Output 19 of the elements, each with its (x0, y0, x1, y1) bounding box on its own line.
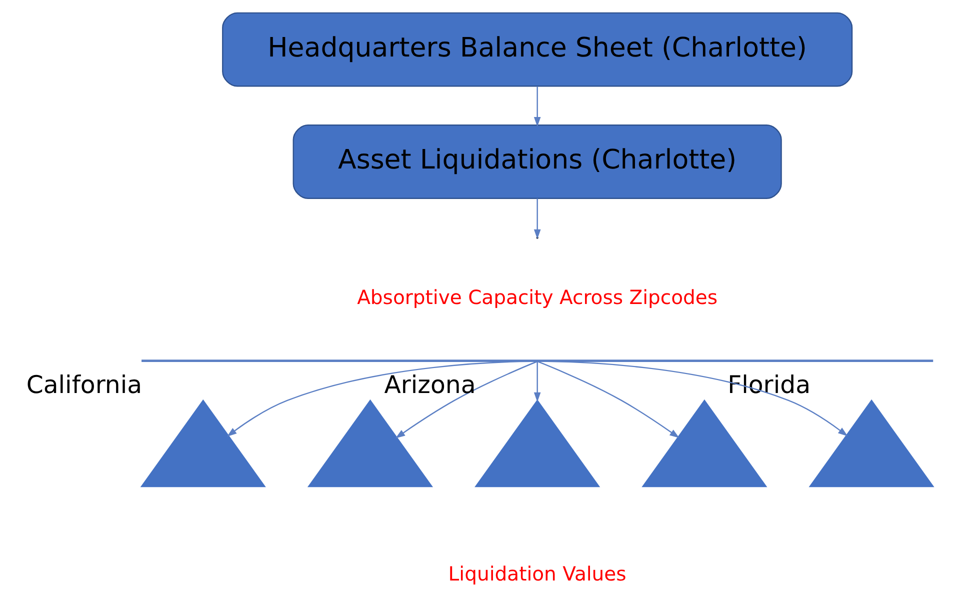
node-label: California (26, 370, 142, 400)
node-triangle (808, 399, 934, 488)
arrow (534, 86, 541, 127)
arrow (534, 362, 541, 402)
node-label: Arizona (384, 370, 476, 400)
node-triangle (140, 399, 266, 488)
arrow (395, 360, 538, 438)
node-box: Headquarters Balance Sheet (Charlotte) (222, 12, 853, 87)
arrow (226, 360, 532, 437)
arrow (546, 360, 848, 436)
node-bar (142, 360, 934, 362)
label: Liquidation Values (448, 562, 626, 586)
node-triangle (474, 399, 600, 488)
label: Absorptive Capacity Across Zipcodes (357, 286, 718, 309)
node-triangle (642, 399, 768, 488)
node-label: Florida (728, 370, 811, 400)
node-triangle (307, 399, 433, 488)
node-box: Asset Liquidations (Charlotte) (292, 124, 782, 199)
arrow (537, 360, 680, 438)
